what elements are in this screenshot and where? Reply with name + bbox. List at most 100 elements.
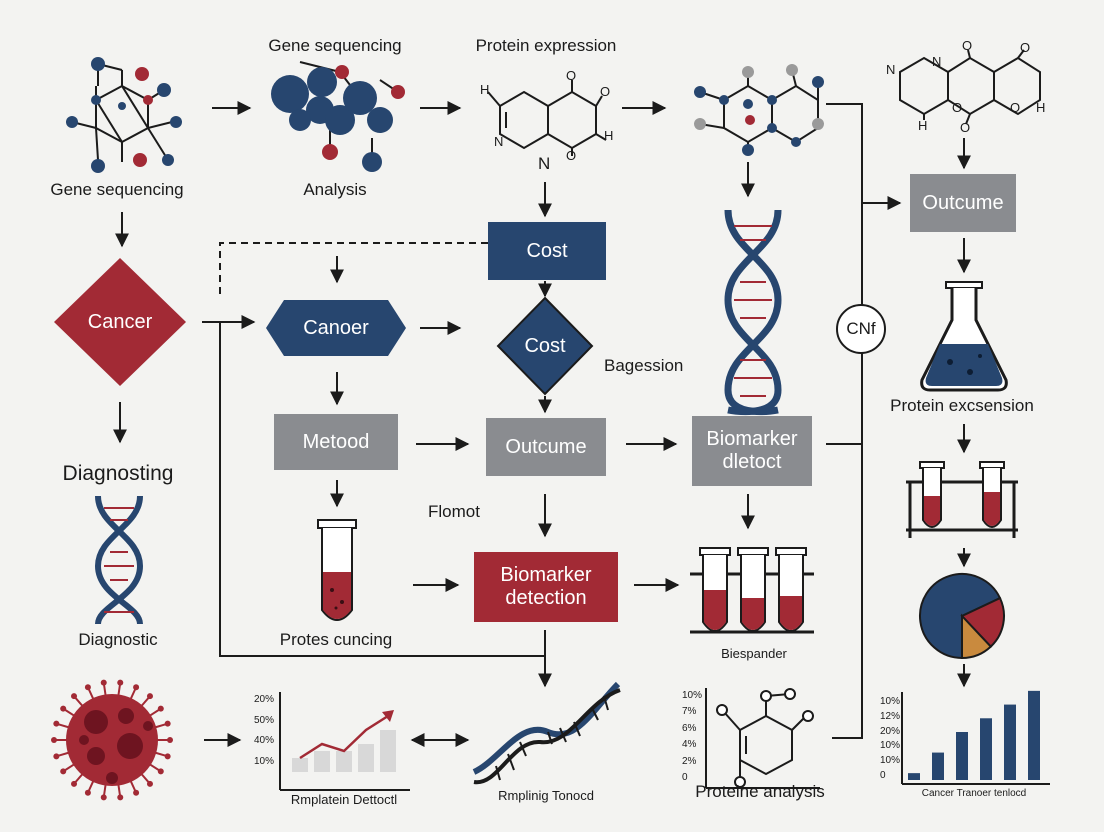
chem-atom-h: H: [604, 128, 614, 143]
molecule-cluster-icon: [271, 61, 405, 172]
pie-slice: [960, 596, 1005, 649]
chem-atom-n: N: [494, 134, 504, 149]
chem-atom-h: H: [918, 118, 928, 133]
node-cancer[interactable]: Cancer: [87, 310, 153, 333]
chart2-tick-label: 7%: [682, 706, 697, 718]
chart3-bar: [956, 732, 968, 780]
node-outcume-center[interactable]: Outcume: [486, 418, 606, 476]
chem-atom-o: O: [1020, 40, 1031, 55]
test-tube-icon: [690, 547, 814, 634]
chart1-tick-label: 20%: [254, 694, 275, 705]
chart1-tick-label: 40%: [254, 735, 275, 747]
node-metood[interactable]: Metood: [274, 414, 398, 470]
chart3-bar: [1004, 704, 1016, 780]
virus-spike-tip: [100, 794, 107, 801]
label-protein-excsension: Protein excsension: [890, 396, 1034, 415]
chart2-tick-label: 2%: [682, 755, 697, 767]
chart2-tick-label: 0: [682, 772, 688, 783]
chart3-tick-label: 20%: [880, 725, 901, 737]
chemical-structure-b: [899, 49, 1041, 125]
chem-atom-h: H: [480, 82, 490, 97]
virus-spike-tip: [164, 753, 171, 760]
chem-atom-o: O: [566, 148, 577, 163]
chem-atom-o: O: [960, 120, 971, 135]
virus-spike-tip: [157, 768, 164, 775]
node-cost-box[interactable]: Cost: [488, 222, 606, 280]
virus-spike-tip: [84, 684, 91, 691]
virus-spike-tip: [84, 789, 91, 796]
node-canoer[interactable]: Canoer: [303, 316, 369, 339]
virus-spike-tip: [71, 693, 78, 700]
node-biomarker-detection[interactable]: Biomarker detection: [474, 552, 618, 622]
flask-icon: [920, 281, 1008, 392]
chem-atom-o: O: [962, 38, 973, 53]
chem-atom-n: N: [932, 54, 942, 69]
bar-chart-icon: [279, 692, 410, 791]
chart3-tick-label: 10%: [880, 696, 901, 707]
molecule-icon: [694, 64, 824, 156]
virus-spike-tip: [71, 780, 78, 787]
chart1-bar: [358, 744, 374, 772]
pie-chart-icon: [919, 573, 1005, 660]
node-cost-diamond[interactable]: Cost: [524, 334, 566, 357]
chart1-tick-label: 10%: [254, 756, 275, 767]
pie-slice: [919, 573, 1002, 660]
dna-helix-icon: [472, 681, 621, 785]
virus-spike-tip: [133, 789, 140, 796]
canoer-hexagon-shape[interactable]: [266, 300, 406, 356]
chart3-tick-label: 10%: [880, 740, 901, 752]
chem-atom-o: O: [1010, 100, 1021, 115]
label-gene-sequencing: Gene sequencing: [50, 180, 184, 199]
virus-spike-tip: [60, 705, 67, 712]
pie-slice: [961, 613, 993, 660]
node-cnf-circle[interactable]: CNf: [836, 304, 886, 354]
bar-chart-icon: [901, 690, 1050, 785]
chem-atom-o: O: [600, 84, 611, 99]
label-protes-cuncing: Protes cuncing: [279, 630, 393, 649]
virus-spike-tip: [51, 737, 57, 743]
virus-spike-tip: [146, 693, 153, 700]
chem-atom-o: O: [952, 100, 963, 115]
chart3-bar: [1028, 690, 1040, 780]
label-flomot: Flomot: [428, 502, 480, 521]
chart3-bar: [932, 752, 944, 780]
chart1-bars: [292, 710, 396, 772]
chart3-tick-label: 10%: [880, 755, 901, 767]
cost-diamond-shape[interactable]: [496, 296, 594, 396]
chem-atom-o: O: [566, 68, 577, 83]
chart3-bar: [908, 773, 920, 780]
protein-axis: [705, 688, 820, 789]
chart3-bar: [980, 718, 992, 780]
label-bagession: Bagession: [604, 356, 684, 375]
label-top-protein-expression: Protein expression: [475, 36, 617, 55]
chart3-tick-label: 12%: [880, 710, 901, 722]
label-diagnosting: Diagnosting: [62, 462, 174, 485]
chem-atom-h: H: [1036, 100, 1046, 115]
dna-helix-icon: [724, 209, 782, 416]
test-tube-icon: [317, 519, 357, 621]
chart3-bars: [908, 690, 1040, 780]
virus-spike-tip: [164, 720, 171, 727]
chart1-caption: Rmplatein Dettoctl: [290, 792, 398, 807]
label-biespander: Biespander: [721, 646, 787, 661]
chart2-tick-label: 4%: [682, 739, 697, 751]
chart1-bar: [380, 730, 396, 772]
chart1-tick-label: 50%: [254, 714, 275, 726]
virus-icon: [51, 679, 173, 801]
connector-lines: [113, 101, 971, 747]
virus-spike-tip: [117, 794, 124, 801]
cancer-diamond-shape[interactable]: [54, 258, 186, 386]
label-n: N: [538, 154, 551, 173]
chart3-tick-label: 0: [880, 770, 886, 781]
chem-atom-n: N: [886, 62, 896, 77]
node-biomarker-dletoct[interactable]: Biomarker dletoct: [692, 416, 812, 486]
virus-spike-tip: [60, 768, 67, 775]
node-outcume-right[interactable]: Outcume: [910, 174, 1016, 232]
dna-helix-icon: [94, 495, 144, 625]
chart2-tick-label: 6%: [682, 722, 697, 734]
chart1-bar: [292, 758, 308, 772]
label-analysis: Analysis: [303, 180, 367, 199]
helix-caption: Rmplinig Tonocd: [498, 788, 594, 803]
